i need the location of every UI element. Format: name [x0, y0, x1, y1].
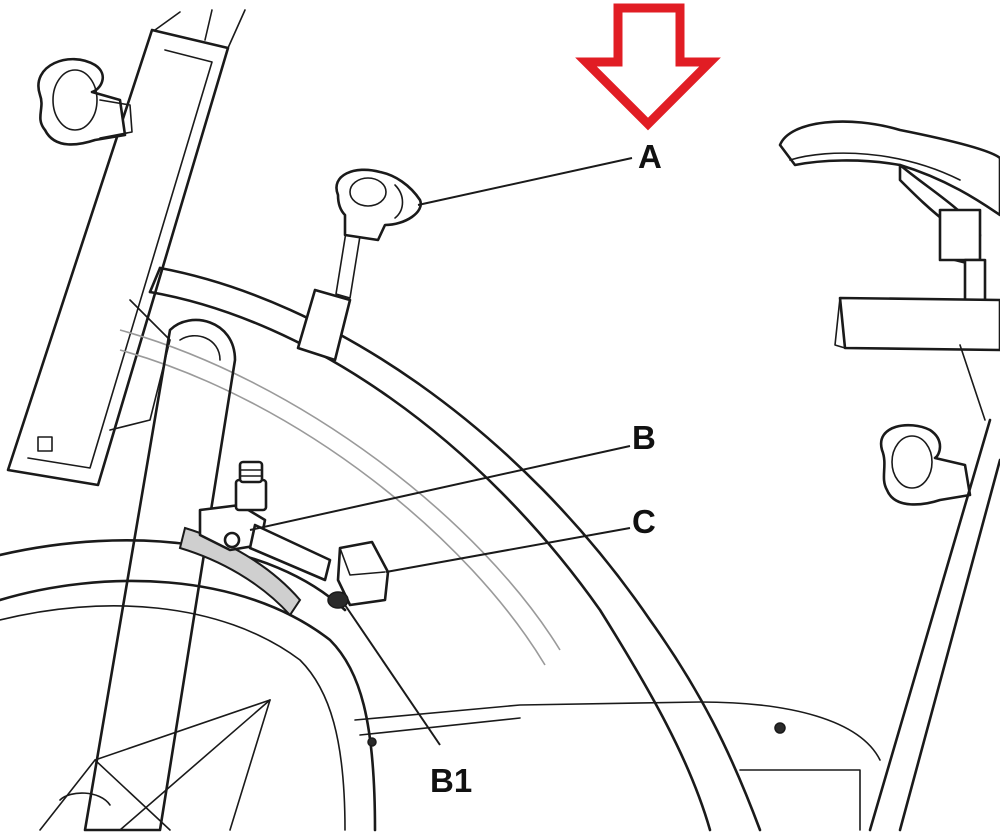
leader-b1: [344, 604, 441, 746]
screw-b: [234, 460, 268, 512]
callout-b: B: [632, 419, 656, 456]
part-c: [336, 540, 390, 607]
front-fork: [83, 318, 237, 832]
callout-a: A: [638, 138, 662, 175]
leader-a: [417, 157, 633, 206]
seat-post: [296, 231, 361, 362]
frame-housing: [354, 701, 881, 831]
red-down-arrow-icon: [575, 3, 721, 131]
adjustment-knob-right: [879, 423, 972, 506]
callout-b1: B1: [430, 762, 472, 799]
flywheel: [0, 539, 377, 832]
adjustment-knob-upper-left: [37, 57, 133, 146]
handlebar-post: [6, 9, 246, 487]
leader-c: [385, 527, 631, 573]
screw-b1: [327, 591, 349, 609]
seat-slider: [834, 296, 1000, 352]
saddle: [778, 120, 1000, 302]
leader-lines: [249, 157, 633, 746]
rear-frame-tube: [868, 344, 1000, 832]
callout-c: C: [632, 503, 656, 540]
knob-a: [335, 168, 423, 242]
leader-b: [249, 445, 631, 531]
